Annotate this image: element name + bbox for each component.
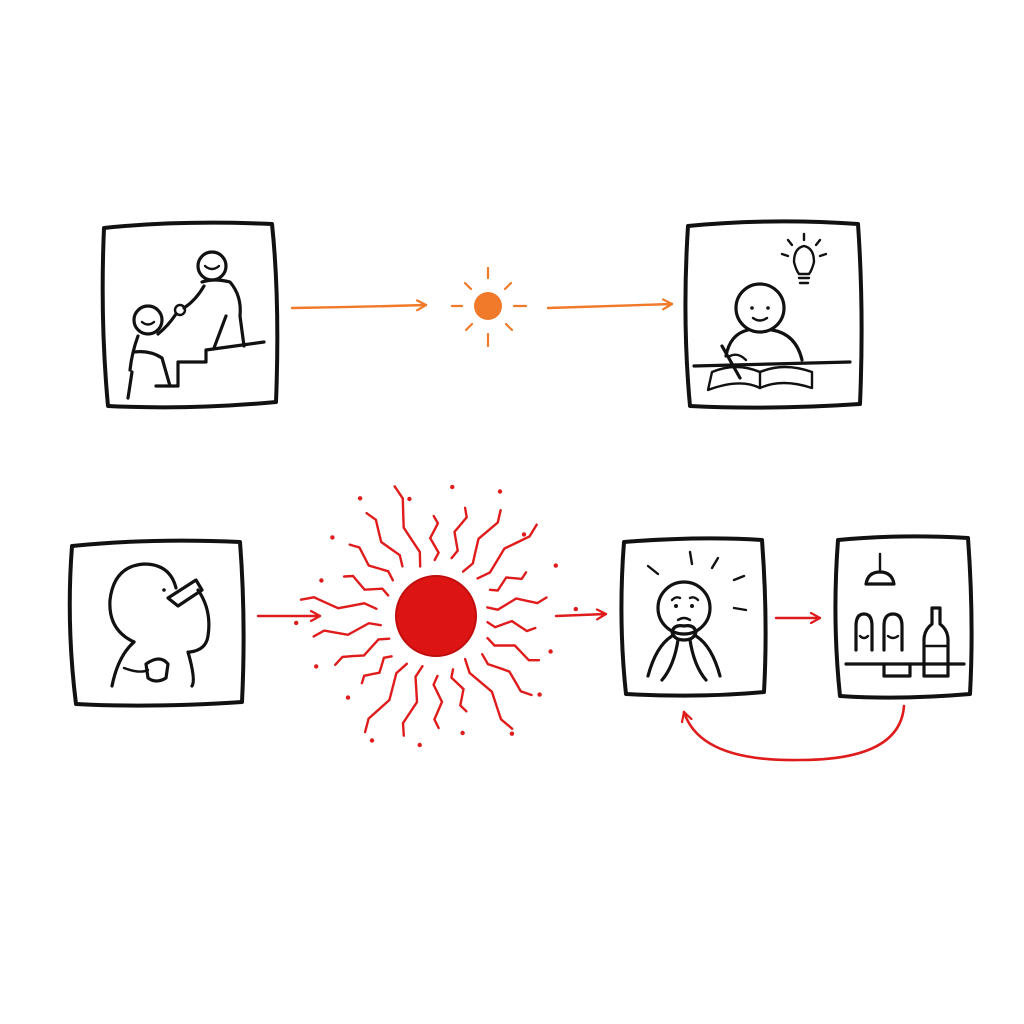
burst-ray (401, 665, 424, 737)
burst-dot (417, 742, 422, 748)
burst-ray (476, 523, 538, 580)
burst-dot (573, 606, 578, 612)
burst-ray (488, 571, 528, 592)
burst-ray (348, 543, 395, 582)
burst-dot (319, 578, 324, 583)
loop-arrow (684, 704, 906, 762)
lightbulb-icon (780, 232, 828, 285)
burst-ray (463, 657, 514, 730)
burst-ray (363, 662, 408, 734)
small-spark-icon (450, 266, 528, 348)
burst-dot (553, 563, 558, 568)
burst-dot (314, 664, 319, 669)
arrow-negative-2 (554, 614, 608, 616)
burst-dot (460, 730, 465, 736)
burst-ray (486, 596, 548, 611)
helping-hand-climb-icon (100, 220, 280, 410)
person-drinking-icon (67, 538, 246, 708)
burst-dot (521, 532, 527, 537)
anxious-person-icon (619, 536, 768, 698)
burst-dot (357, 496, 363, 501)
burst-ray (450, 506, 468, 560)
burst-ray (342, 574, 390, 597)
burst-ray (450, 668, 468, 713)
burst-dot (345, 695, 351, 700)
burst-ray (312, 621, 382, 638)
burst-ray (299, 596, 378, 610)
burst-dot (537, 692, 542, 697)
burst-ray (481, 653, 533, 697)
burst-dot (330, 535, 335, 540)
burst-dot (294, 620, 299, 626)
burst-ray (428, 514, 440, 562)
burst-dot (497, 489, 503, 494)
burst-dot (548, 649, 553, 654)
studying-with-idea-icon (683, 219, 864, 410)
burst-ray (432, 674, 444, 730)
burst-ray (486, 619, 537, 633)
large-burst-icon (294, 484, 578, 748)
burst-ray (360, 655, 393, 685)
burst-dot (509, 731, 515, 736)
arrow-positive-2 (546, 304, 674, 308)
burst-ray (393, 485, 422, 568)
burst-dot (407, 496, 412, 502)
burst-dot (450, 484, 455, 490)
burst-ray (461, 509, 502, 573)
burst-ray (334, 637, 391, 666)
burst-dot (369, 738, 375, 743)
bar-scene-icon (833, 534, 974, 700)
burst-ray (486, 636, 541, 662)
arrow-positive-1 (290, 305, 428, 308)
burst-ray (365, 512, 404, 568)
